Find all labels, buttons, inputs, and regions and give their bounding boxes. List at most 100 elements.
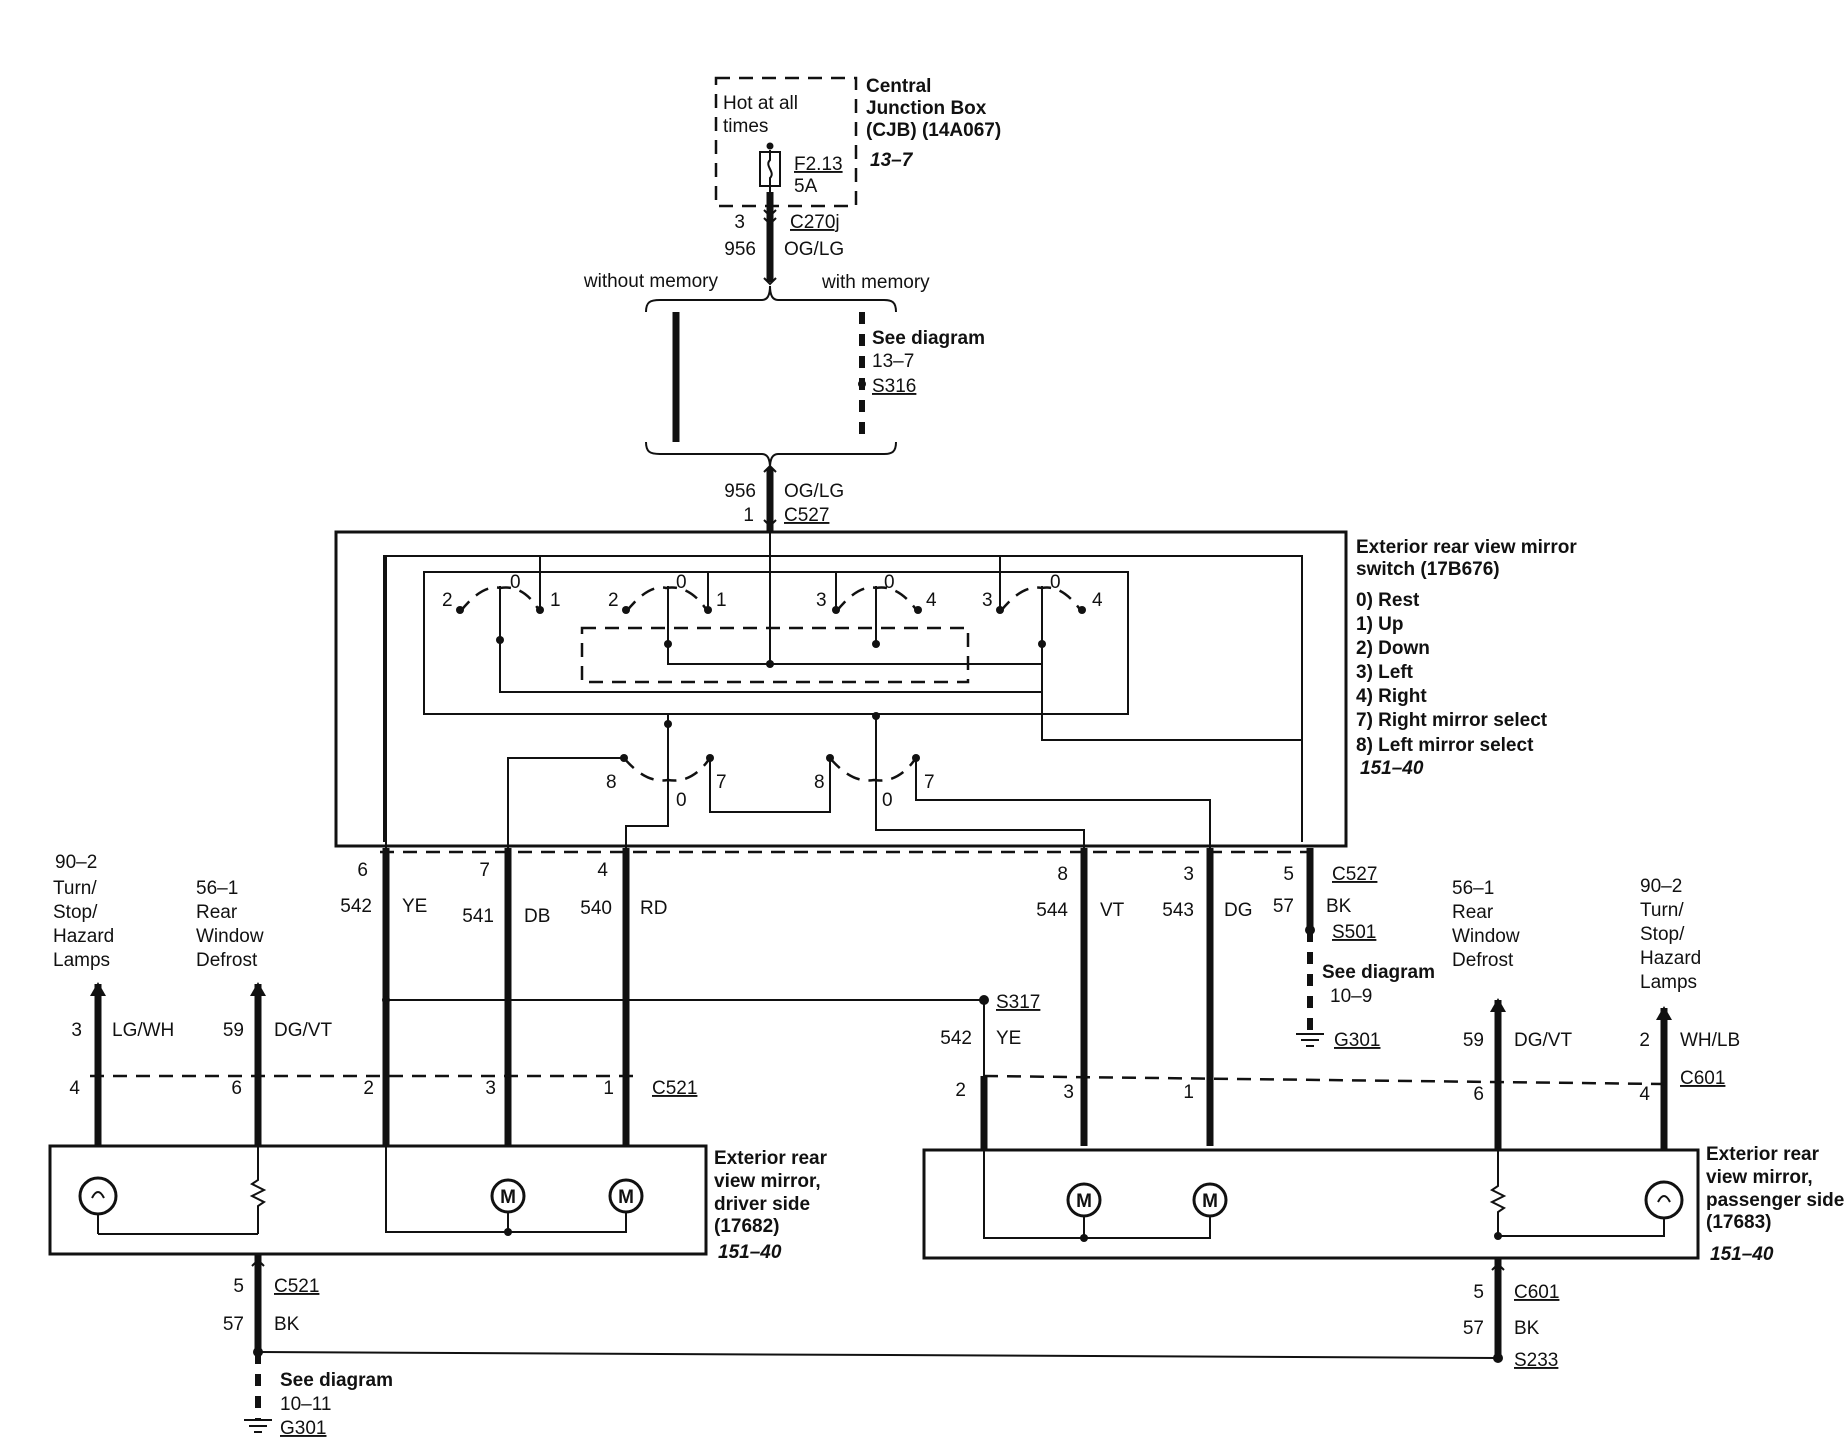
contact-e-7: 7 [716, 772, 727, 793]
c601-pin: 3 [1063, 1082, 1074, 1103]
c601-pin: 2 [955, 1080, 966, 1101]
driver-defrost-ref: 56–1 [196, 878, 238, 899]
c521-pin: 6 [231, 1078, 242, 1099]
ground-circuit-57: 57 [1273, 896, 1294, 917]
contact-a-2: 2 [442, 590, 453, 611]
contact-c-3: 3 [816, 590, 827, 611]
pass-turn-line: Lamps [1640, 972, 1697, 993]
driver-mirror-box [48, 1144, 708, 1256]
pass-defrost-color: DG/VT [1514, 1030, 1572, 1051]
pass-turn-ref: 90–2 [1640, 876, 1682, 897]
feed-circuit: 956 [724, 239, 756, 260]
lamp-icon [78, 1176, 118, 1216]
c601-pin: 4 [1639, 1084, 1650, 1105]
pass-defrost-line: Rear [1452, 902, 1494, 923]
contact-c-4: 4 [926, 590, 937, 611]
pass-defrost-circuit: 59 [1463, 1030, 1484, 1051]
cjb-title-3: (CJB) (14A067) [866, 120, 1001, 141]
pass-defrost-line: Window [1452, 926, 1520, 947]
color-db: DB [524, 906, 550, 927]
feed-bottom-color: OG/LG [784, 481, 844, 502]
color-rd: RD [640, 898, 667, 919]
motor-label: M [618, 1187, 634, 1208]
arrow-up-icon [1656, 1006, 1672, 1020]
ground-pin-5: 5 [1283, 864, 1294, 885]
contact-f-0: 0 [882, 790, 893, 811]
feed-connector-top: C270j [790, 212, 840, 233]
driver-see-ref: 10–11 [280, 1394, 331, 1415]
c601-pin: 1 [1183, 1082, 1194, 1103]
driver-turn-color: LG/WH [112, 1020, 174, 1041]
s317-circuit: 542 [940, 1028, 972, 1049]
cjb-hot-line-2: times [723, 116, 768, 137]
legend-item: 0) Rest [1356, 590, 1420, 611]
central-junction-box: Hot at all times F2.13 5A Central Juncti… [714, 76, 1001, 208]
pass-turn-line: Turn/ [1640, 900, 1684, 921]
mirror-switch: 2 0 1 2 0 1 3 0 4 3 0 4 8 [334, 530, 1348, 848]
cjb-title-1: Central [866, 76, 931, 97]
splice-s233: S233 [1514, 1350, 1558, 1371]
contact-b-2: 2 [608, 590, 619, 611]
with-memory-label: with memory [821, 272, 930, 293]
circuit-540: 540 [580, 898, 612, 919]
connector-c601: C601 [1680, 1068, 1725, 1089]
legend-item: 8) Left mirror select [1356, 735, 1534, 756]
driver-ground-color: BK [274, 1314, 300, 1335]
pass-turn-circuit: 2 [1639, 1030, 1650, 1051]
passenger-mirror-box [922, 1148, 1700, 1260]
c521-pin: 4 [69, 1078, 80, 1099]
driver-defrost-color: DG/VT [274, 1020, 332, 1041]
driver-defrost-line: Defrost [196, 950, 258, 971]
s317-color: YE [996, 1028, 1021, 1049]
legend-item: 7) Right mirror select [1356, 710, 1548, 731]
color-dg: DG [1224, 900, 1253, 921]
color-vt: VT [1100, 900, 1125, 921]
driver-defrost-circuit: 59 [223, 1020, 244, 1041]
c521-pin: 3 [485, 1078, 496, 1099]
defroster-icon [1489, 1150, 1507, 1236]
pass-turn-line: Stop/ [1640, 924, 1685, 945]
switch-title-1: Exterior rear view mirror [1356, 537, 1577, 558]
pass-ground-circuit: 57 [1463, 1318, 1484, 1339]
motor-label: M [1076, 1191, 1092, 1212]
pass-defrost-line: Defrost [1452, 950, 1514, 971]
ground-color-bk: BK [1326, 896, 1352, 917]
pass-ground-connector: C601 [1514, 1282, 1559, 1303]
driver-title: Exterior rear [714, 1148, 828, 1169]
fuse-id: F2.13 [794, 154, 843, 175]
fuse-rating: 5A [794, 176, 818, 197]
legend-item: 4) Right [1356, 686, 1427, 707]
contact-f-7: 7 [924, 772, 935, 793]
arrow-up-icon [90, 982, 106, 996]
feed-pin-top: 3 [734, 212, 745, 233]
contact-e-0: 0 [676, 790, 687, 811]
ground-icon [244, 1419, 272, 1433]
defroster-icon [249, 1146, 267, 1234]
driver-title: view mirror, [714, 1171, 821, 1192]
motor-label: M [1202, 1191, 1218, 1212]
pin-8: 8 [1057, 864, 1068, 885]
driver-turn-line: Lamps [53, 950, 110, 971]
passenger-mirror-section: 56–1 Rear Window Defrost 90–2 Turn/ Stop… [922, 876, 1844, 1371]
ground-tie-wire [257, 1351, 1499, 1359]
connector-c521: C521 [652, 1078, 697, 1099]
driver-turn-line: Hazard [53, 926, 114, 947]
driver-turn-line: Turn/ [53, 878, 97, 899]
contact-d-0: 0 [1050, 572, 1061, 593]
contact-b-1: 1 [716, 590, 727, 611]
pin-3: 3 [1183, 864, 1194, 885]
cjb-title-2: Junction Box [866, 98, 987, 119]
circuit-544: 544 [1036, 900, 1068, 921]
driver-defrost-line: Rear [196, 902, 238, 923]
pass-defrost-ref: 56–1 [1452, 878, 1494, 899]
circuit-541: 541 [462, 906, 494, 927]
pass-title: passenger side [1706, 1190, 1844, 1211]
contact-a-0: 0 [510, 572, 521, 593]
arrow-up-icon [250, 982, 266, 996]
contact-d-3: 3 [982, 590, 993, 611]
driver-title: (17682) [714, 1216, 780, 1237]
lamp-icon [1644, 1180, 1684, 1220]
arrow-up-icon [1490, 998, 1506, 1012]
pass-turn-color: WH/LB [1680, 1030, 1740, 1051]
